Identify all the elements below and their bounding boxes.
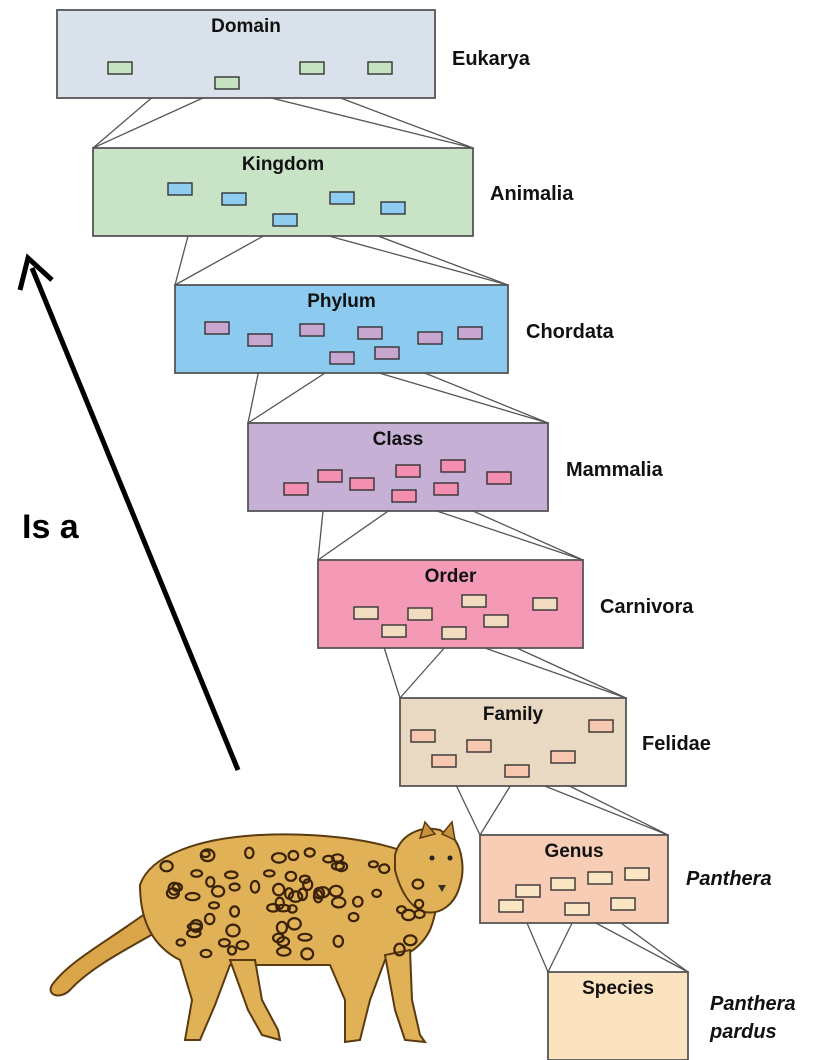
member-group-rect bbox=[375, 347, 399, 359]
member-group-rect bbox=[442, 627, 466, 639]
member-group-rect bbox=[589, 720, 613, 732]
taxon-label: Carnivora bbox=[600, 596, 694, 618]
rank-title: Family bbox=[483, 704, 544, 725]
member-group-rect bbox=[318, 470, 342, 482]
member-group-rect bbox=[418, 332, 442, 344]
member-group-rect bbox=[432, 755, 456, 767]
member-group-rect bbox=[300, 62, 324, 74]
connector-line bbox=[93, 98, 152, 148]
member-group-rect bbox=[392, 490, 416, 502]
member-group-rect bbox=[300, 324, 324, 336]
connector-line bbox=[248, 373, 258, 423]
member-group-rect bbox=[358, 327, 382, 339]
member-group-rect bbox=[434, 483, 458, 495]
rank-title: Species bbox=[582, 978, 654, 999]
rank-title: Domain bbox=[211, 16, 281, 37]
member-group-rect bbox=[205, 322, 229, 334]
member-group-rect bbox=[382, 625, 406, 637]
member-group-rect bbox=[411, 730, 435, 742]
member-group-rect bbox=[467, 740, 491, 752]
level-kingdom: KingdomAnimalia bbox=[93, 148, 574, 236]
is-a-label: Is a bbox=[22, 508, 80, 546]
member-group-rect bbox=[458, 327, 482, 339]
member-group-rect bbox=[611, 898, 635, 910]
member-group-rect bbox=[484, 615, 508, 627]
taxon-label: Eukarya bbox=[452, 48, 531, 70]
member-group-rect bbox=[215, 77, 239, 89]
member-group-rect bbox=[499, 900, 523, 912]
connector-line bbox=[425, 373, 548, 423]
rank-title: Genus bbox=[544, 841, 603, 862]
member-group-rect bbox=[168, 183, 192, 195]
member-group-rect bbox=[354, 607, 378, 619]
connector-line bbox=[527, 923, 548, 972]
leopard-illustration bbox=[51, 822, 463, 1042]
rank-title: Phylum bbox=[307, 291, 376, 312]
taxon-label: Pantherapardus bbox=[709, 993, 796, 1043]
connector-line bbox=[517, 648, 626, 698]
level-order: OrderCarnivora bbox=[318, 560, 694, 648]
connector-line bbox=[473, 511, 583, 560]
taxon-label: Animalia bbox=[490, 183, 574, 205]
member-group-rect bbox=[516, 885, 540, 897]
taxon-label: Chordata bbox=[526, 321, 615, 343]
member-group-rect bbox=[625, 868, 649, 880]
member-group-rect bbox=[108, 62, 132, 74]
member-group-rect bbox=[273, 214, 297, 226]
taxon-label: Panthera bbox=[686, 868, 772, 890]
member-group-rect bbox=[330, 352, 354, 364]
member-group-rect bbox=[505, 765, 529, 777]
member-group-rect bbox=[330, 192, 354, 204]
member-group-rect bbox=[248, 334, 272, 346]
connector-line bbox=[457, 786, 481, 835]
connector-line bbox=[318, 511, 323, 560]
taxon-label: Mammalia bbox=[566, 459, 664, 481]
connector-line bbox=[570, 786, 669, 835]
member-group-rect bbox=[588, 872, 612, 884]
member-group-rect bbox=[368, 62, 392, 74]
connector-line bbox=[341, 98, 474, 148]
connector-line bbox=[384, 648, 400, 698]
level-class: ClassMammalia bbox=[248, 423, 664, 511]
member-group-rect bbox=[396, 465, 420, 477]
connector-line bbox=[175, 236, 188, 285]
member-group-rect bbox=[551, 751, 575, 763]
member-group-rect bbox=[565, 903, 589, 915]
member-group-rect bbox=[284, 483, 308, 495]
member-group-rect bbox=[441, 460, 465, 472]
member-group-rect bbox=[533, 598, 557, 610]
member-group-rect bbox=[462, 595, 486, 607]
member-group-rect bbox=[551, 878, 575, 890]
rank-title: Order bbox=[425, 566, 477, 587]
connector-line bbox=[621, 923, 688, 972]
rank-title: Kingdom bbox=[242, 154, 324, 175]
member-group-rect bbox=[487, 472, 511, 484]
member-group-rect bbox=[408, 608, 432, 620]
member-group-rect bbox=[350, 478, 374, 490]
rank-title: Class bbox=[373, 429, 424, 450]
member-group-rect bbox=[381, 202, 405, 214]
taxon-label: Felidae bbox=[642, 733, 711, 755]
member-group-rect bbox=[222, 193, 246, 205]
level-domain: DomainEukarya bbox=[57, 10, 531, 98]
connector-line bbox=[378, 236, 508, 285]
